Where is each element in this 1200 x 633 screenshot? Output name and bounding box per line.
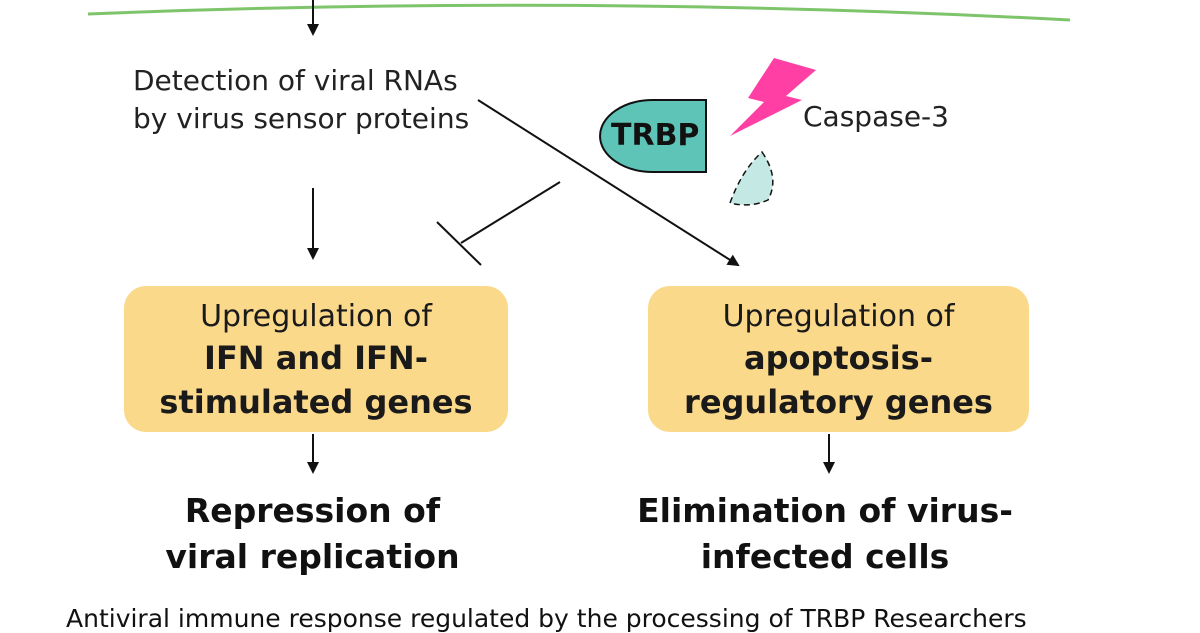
- apoptosis-upregulation-box: Upregulation of apoptosis- regulatory ge…: [648, 286, 1029, 432]
- arrow-detection-to-apoptosis: [477, 99, 740, 267]
- inhibition-symbol: [436, 181, 561, 266]
- elimination-line-2: infected cells: [700, 537, 950, 576]
- detection-line-1: Detection of viral RNAs: [133, 64, 458, 97]
- figure-caption: Antiviral immune response regulated by t…: [66, 604, 1027, 633]
- caspase-3-label: Caspase-3: [803, 100, 949, 133]
- apoptosis-box-line-1: Upregulation of: [722, 299, 955, 334]
- repression-line-2: viral replication: [165, 537, 460, 576]
- apoptosis-box-line-2: apoptosis-: [743, 339, 933, 377]
- repression-outcome: Repression of viral replication: [130, 488, 495, 580]
- detection-text: Detection of viral RNAs by virus sensor …: [133, 62, 469, 138]
- ifn-box-line-3: stimulated genes: [159, 383, 473, 421]
- cleaved-fragment-shape: [729, 150, 774, 206]
- cell-membrane-line: [87, 3, 1071, 22]
- elimination-outcome: Elimination of virus- infected cells: [625, 488, 1025, 580]
- trbp-protein-shape: [599, 99, 707, 173]
- elimination-line-1: Elimination of virus-: [637, 491, 1013, 530]
- apoptosis-box-line-3: regulatory genes: [684, 383, 993, 421]
- detection-line-2: by virus sensor proteins: [133, 102, 470, 135]
- trbp-label: TRBP: [611, 118, 700, 153]
- ifn-upregulation-box: Upregulation of IFN and IFN- stimulated …: [124, 286, 508, 432]
- lightning-bolt-icon: [730, 58, 816, 136]
- ifn-box-line-2: IFN and IFN-: [204, 339, 428, 377]
- ifn-box-line-1: Upregulation of: [200, 299, 432, 334]
- repression-line-1: Repression of: [184, 491, 441, 530]
